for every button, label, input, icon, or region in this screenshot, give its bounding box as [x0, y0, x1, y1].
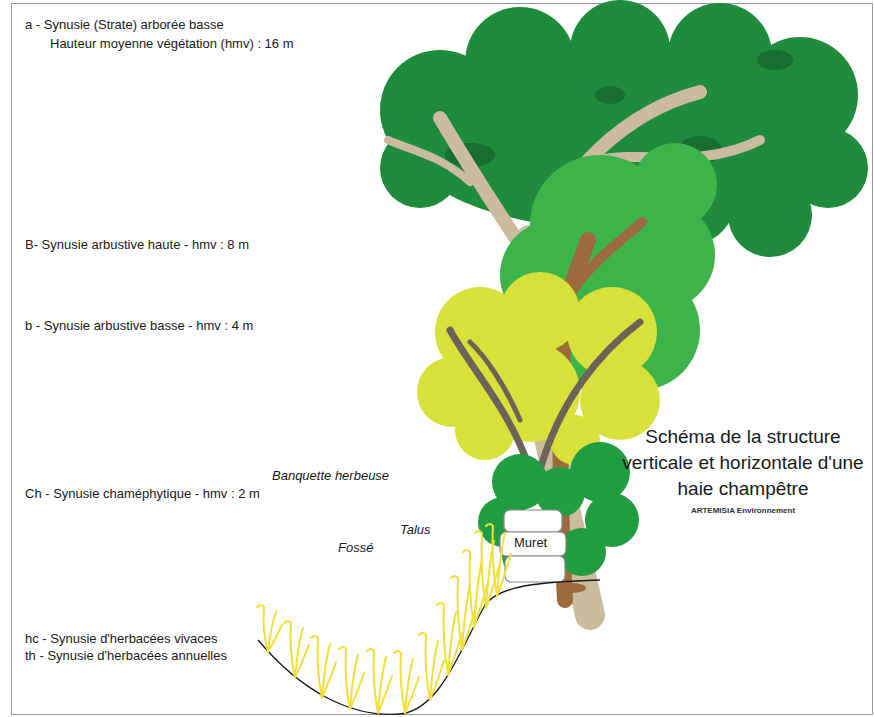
low-shrub	[417, 272, 660, 465]
stratum-label: b - Synusie arbustive basse - hmv : 4 m	[25, 318, 253, 334]
frame	[12, 4, 873, 715]
stratum-height: Hauteur moyenne végétation (hmv) : 16 m	[50, 36, 294, 52]
stratum-label: Ch - Synusie chaméphytique - hmv : 2 m	[25, 486, 260, 502]
tree-trunk	[388, 92, 760, 615]
stratum-label: th - Synusie d'herbacées annuelles	[25, 648, 227, 664]
ground-profile	[258, 580, 600, 714]
soil-patch	[558, 583, 586, 593]
part-label: Talus	[400, 522, 431, 538]
part-label: Muret	[512, 535, 549, 550]
part-label: Fossé	[338, 540, 373, 556]
part-label: Banquette herbeuse	[272, 468, 389, 484]
grass	[257, 524, 511, 713]
diagram-title: Schéma de la structure verticale et hori…	[618, 424, 868, 502]
stratum-label: hc - Synusie d'herbacées vivaces	[25, 631, 218, 647]
stratum-label: B- Synusie arbustive haute - hmv : 8 m	[25, 237, 249, 253]
credit-label: ARTEMISIA Environnement	[691, 506, 795, 516]
stratum-label: a - Synusie (Strate) arborée basse	[25, 17, 224, 33]
canopy-shadow	[445, 50, 793, 167]
stone-wall	[500, 510, 566, 582]
